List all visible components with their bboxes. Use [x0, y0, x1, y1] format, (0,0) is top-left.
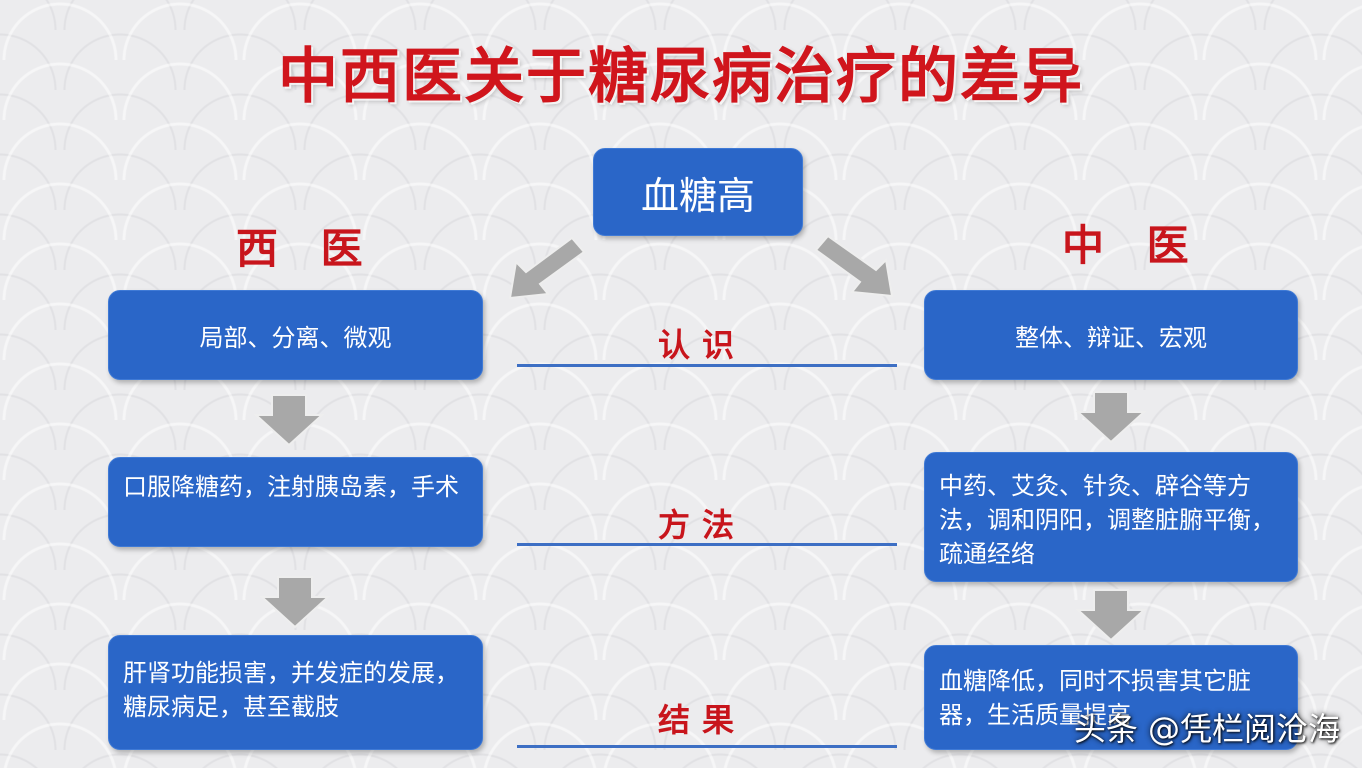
- arrow-to-chinese: [814, 234, 894, 298]
- label-result: 结果: [657, 701, 746, 739]
- watermark: 头条 @凭栏阅沧海: [1073, 710, 1340, 748]
- arrow-down-icon: [1075, 391, 1147, 444]
- chinese-heading: 中 医: [1062, 221, 1203, 270]
- western-understanding-box: 局部、分离、微观: [108, 290, 483, 380]
- western-method-box: 口服降糖药，注射胰岛素，手术: [108, 457, 483, 547]
- western-heading: 西 医: [236, 224, 377, 273]
- arrow-down-icon: [253, 394, 325, 447]
- label-understanding: 认识: [657, 326, 746, 364]
- arrow-to-western: [508, 236, 586, 300]
- chinese-method-box: 中药、艾灸、针灸、辟谷等方法，调和阴阳，调整脏腑平衡，疏通经络: [924, 452, 1298, 582]
- chinese-result-box: 血糖降低，同时不损害其它脏器，生活质量提高: [924, 645, 1298, 750]
- chinese-understanding-box: 整体、辩证、宏观: [924, 290, 1298, 380]
- arrow-down-icon: [1075, 589, 1147, 642]
- arrow-right-diagonal-icon: [814, 234, 894, 298]
- divider-line: [517, 543, 897, 546]
- divider-line: [517, 364, 897, 367]
- divider-line: [517, 745, 897, 748]
- center-node: 血糖高: [593, 148, 803, 236]
- page-title: 中西医关于糖尿病治疗的差异: [278, 42, 1084, 112]
- arrow-down-icon: [259, 576, 331, 629]
- arrow-left-diagonal-icon: [508, 236, 586, 300]
- label-method: 方法: [657, 506, 746, 544]
- western-result-box: 肝肾功能损害，并发症的发展，糖尿病足，甚至截肢: [108, 635, 483, 750]
